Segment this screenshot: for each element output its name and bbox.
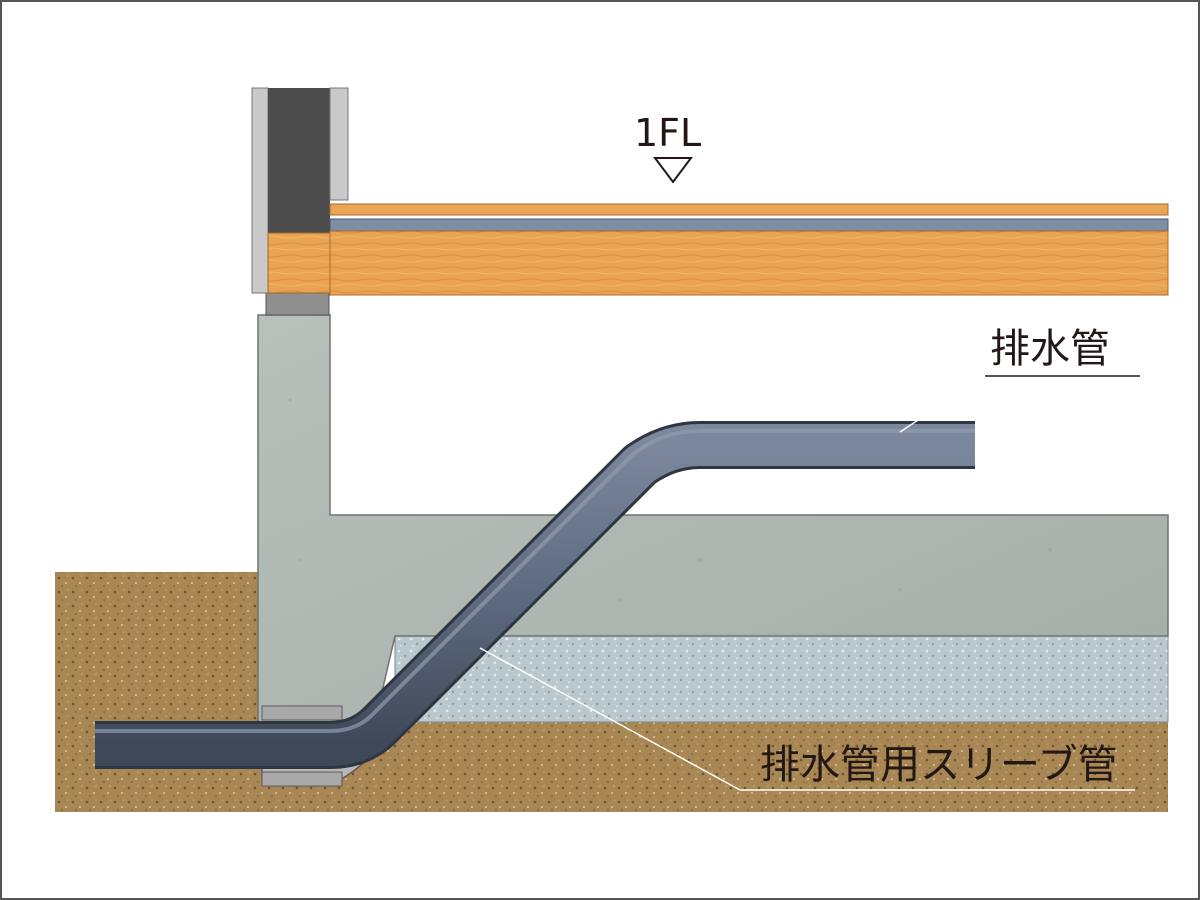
exterior-wall bbox=[251, 87, 349, 294]
sleeve-label: 排水管用スリーブ管 bbox=[760, 742, 1118, 788]
floor-level-marker: 1FL bbox=[634, 111, 701, 184]
wood-sill bbox=[267, 232, 331, 294]
sleeve-flange-top bbox=[261, 705, 343, 721]
drain-pipe-label: 排水管 bbox=[990, 326, 1110, 372]
soil-ground bbox=[55, 572, 1168, 812]
level-triangle-icon bbox=[653, 157, 693, 184]
floor-level-label: 1FL bbox=[634, 111, 701, 155]
foundation-packing bbox=[265, 292, 330, 316]
sleeve-flange-bottom bbox=[261, 771, 343, 787]
drain-pipe-callout: 排水管 bbox=[899, 326, 1140, 433]
gravel-layer bbox=[394, 635, 1169, 723]
concrete-texture bbox=[288, 398, 1052, 602]
floor-assembly bbox=[329, 203, 1169, 296]
sleeve-callout: 排水管用スリーブ管 bbox=[479, 647, 1135, 791]
drain-pipe bbox=[95, 421, 975, 769]
